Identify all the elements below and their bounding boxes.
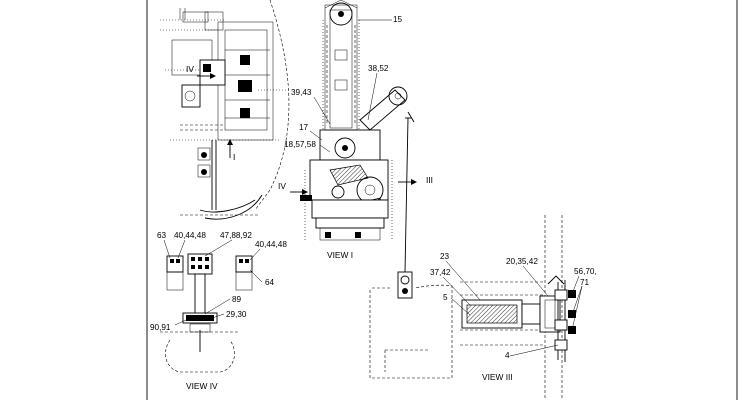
view-arrow-iii: III: [398, 175, 433, 185]
arrow-label-iv-top: IV: [186, 64, 194, 74]
callout-47-88-92: 47,88,92: [220, 231, 252, 240]
view-iv-label: VIEW IV: [186, 381, 218, 391]
bucket-assembly: [369, 271, 453, 379]
callout-4: 4: [505, 351, 510, 360]
arrow-label-iv-mid: IV: [278, 181, 286, 191]
sheet-frame: [146, 0, 738, 400]
callout-56-70: 56,70,: [574, 267, 597, 276]
view-arrow-i: I: [227, 139, 235, 162]
view-arrow-iv-mid: IV: [278, 181, 308, 195]
arrow-label-i: I: [233, 152, 235, 162]
callout-39-43: 39,43: [291, 88, 312, 97]
callout-18-57-58: 18,57,58: [284, 140, 316, 149]
callout-23: 23: [440, 252, 450, 261]
view-i-label: VIEW I: [327, 250, 353, 260]
view-iv-assembly: [160, 253, 253, 373]
callout-90-91: 90,91: [150, 323, 171, 332]
callout-64: 64: [265, 278, 275, 287]
callout-17: 17: [299, 123, 309, 132]
view-iii-label: VIEW III: [482, 372, 513, 382]
view-i-assembly: [300, 0, 415, 273]
leader-lines: [163, 19, 583, 357]
frame-assembly: [160, 0, 290, 220]
callout-40-44-48-left: 40,44,48: [174, 231, 206, 240]
view-arrow-iv-top: IV: [186, 64, 216, 79]
view-labels: VIEW I VIEW III VIEW IV: [186, 250, 513, 391]
callout-15: 15: [393, 15, 403, 24]
callout-37-42: 37,42: [430, 268, 451, 277]
arrow-label-iii: III: [426, 175, 433, 185]
callout-38-52: 38,52: [368, 64, 389, 73]
callout-40-44-48-right: 40,44,48: [255, 240, 287, 249]
callout-5: 5: [443, 293, 448, 302]
callout-63: 63: [157, 231, 167, 240]
callout-29-30: 29,30: [226, 310, 247, 319]
callout-71: 71: [580, 278, 590, 287]
view-iii-assembly: [460, 215, 576, 400]
callout-labels: 15 38,52 39,43 17 18,57,58 63 40,44,48 4…: [150, 15, 597, 360]
callout-20-35-42: 20,35,42: [506, 257, 538, 266]
callout-89: 89: [232, 295, 242, 304]
